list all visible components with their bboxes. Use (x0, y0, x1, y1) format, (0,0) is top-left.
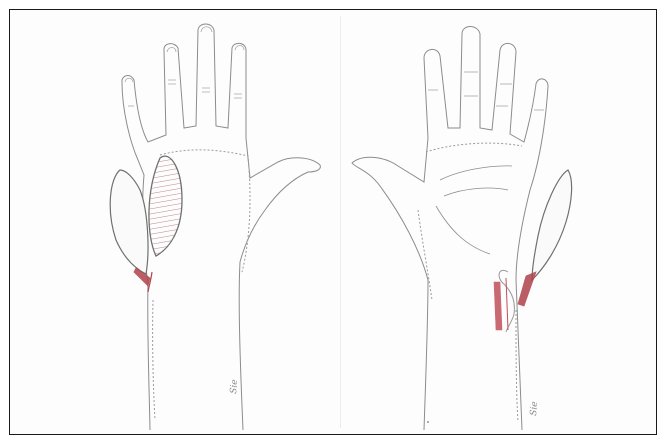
palmar-hand-illustration: Sie (340, 10, 657, 435)
palm-dotted-outline (426, 143, 522, 152)
artist-signature: Sie (229, 379, 240, 394)
palm-creases (436, 166, 512, 254)
small-mark (427, 421, 429, 423)
raised-flap (110, 170, 148, 274)
right-panel: Sie (340, 10, 657, 434)
left-panel: Sie (10, 10, 340, 434)
palmar-hand-outline (352, 27, 548, 431)
figure-frame: Sie (9, 9, 657, 435)
dorsal-hand-illustration: Sie (10, 10, 340, 435)
artist-signature: Sie (529, 401, 540, 416)
finger-details (125, 27, 244, 106)
flap-pedicle (518, 272, 536, 306)
hatched-defect (149, 156, 182, 256)
forearm-dotted-line (153, 300, 155, 420)
raised-flap (532, 170, 572, 280)
incision-line (506, 278, 508, 330)
incision-strip (494, 282, 502, 330)
